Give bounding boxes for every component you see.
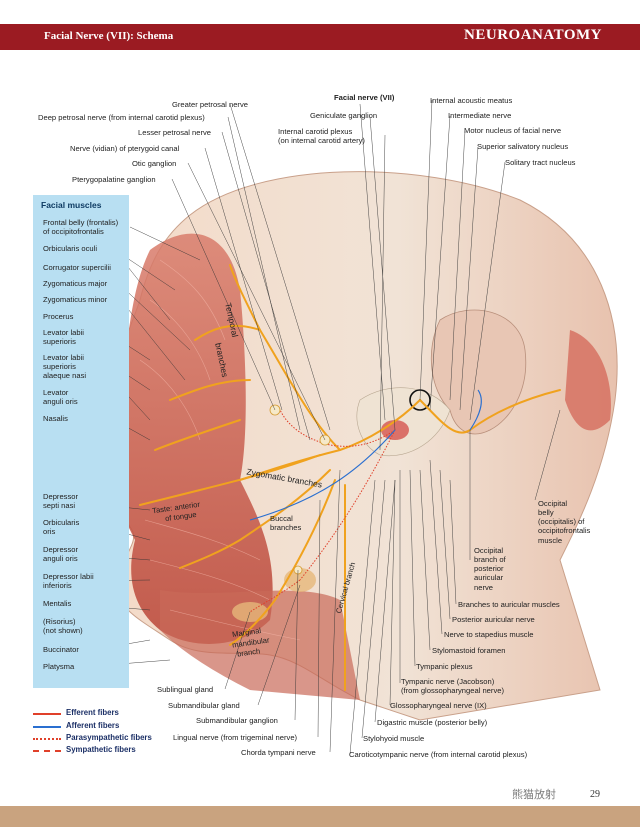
- legend-efferent-label: Efferent fibers: [66, 708, 119, 717]
- ear: [430, 309, 527, 435]
- label-submandibular-gland: Submandibular gland: [168, 701, 240, 710]
- label-lingual-nerve: Lingual nerve (from trigeminal nerve): [173, 733, 298, 742]
- label-caroticotympanic-nerve: Caroticotympanic nerve (from internal ca…: [349, 750, 528, 759]
- label-lesser-petrosal-nerve: Lesser petrosal nerve: [138, 128, 212, 137]
- facial-muscles-panel: [33, 195, 129, 688]
- label-stylohyoid-muscle: Stylohyoid muscle: [363, 734, 425, 743]
- muscle-orbicularis-oris: Orbicularis: [43, 518, 80, 527]
- muscle-frontal-belly: Frontal belly (frontalis): [43, 218, 119, 227]
- label-internal-carotid-plexus-sub: (on internal carotid artery): [278, 136, 365, 145]
- muscle-depressor-septi-2: septi nasi: [43, 501, 76, 510]
- label-internal-acoustic-meatus: Internal acoustic meatus: [430, 96, 513, 105]
- facial-muscles-title: Facial muscles: [41, 200, 102, 210]
- muscle-risorius-2: (not shown): [43, 626, 83, 635]
- legend-sympathetic-swatch: [33, 750, 61, 752]
- muscle-orbicularis-oculi: Orbicularis oculi: [43, 244, 98, 253]
- label-superior-salivatory-nucleus: Superior salivatory nucleus: [477, 142, 569, 151]
- muscle-depressor-labii: Depressor labii: [43, 572, 94, 581]
- legend-parasympathetic-label: Parasympathetic fibers: [66, 733, 152, 742]
- label-occipital-branch-5: nerve: [474, 583, 493, 592]
- label-greater-petrosal-nerve: Greater petrosal nerve: [172, 100, 248, 109]
- muscle-corrugator: Corrugator supercilii: [43, 263, 111, 272]
- label-tympanic-plexus: Tympanic plexus: [416, 662, 473, 671]
- label-solitary-tract-nucleus: Solitary tract nucleus: [505, 158, 576, 167]
- muscle-levator-labii: Levator labii: [43, 328, 84, 337]
- occipital-belly: [565, 330, 611, 431]
- muscle-frontal-belly-2: of occipitofrontalis: [43, 227, 104, 236]
- label-nerve-to-stapedius: Nerve to stapedius muscle: [444, 630, 534, 639]
- muscle-risorius: (Risorius): [43, 617, 76, 626]
- label-intermediate-nerve: Intermediate nerve: [448, 111, 512, 120]
- page-title: Facial Nerve (VII): Schema: [44, 30, 174, 42]
- label-internal-carotid-plexus: Internal carotid plexus: [278, 127, 353, 136]
- label-occipital-branch-3: posterior: [474, 564, 504, 573]
- legend-parasympathetic-swatch: [33, 738, 61, 740]
- legend-afferent-label: Afferent fibers: [66, 721, 120, 730]
- facial-muscle-layer: [89, 233, 273, 644]
- muscle-zygomaticus-major: Zygomaticus major: [43, 279, 108, 288]
- label-digastric-muscle: Digastric muscle (posterior belly): [377, 718, 488, 727]
- watermark-text: 熊猫放射: [512, 789, 556, 801]
- muscle-procerus: Procerus: [43, 312, 74, 321]
- muscle-levator-labii-alaeque: Levator labii: [43, 353, 84, 362]
- muscle-depressor-septi: Depressor: [43, 492, 79, 501]
- muscle-levator-labii-alaeque-2: superioris: [43, 362, 76, 371]
- label-occipital-belly-5: muscle: [538, 536, 563, 545]
- muscle-mentalis: Mentalis: [43, 599, 72, 608]
- muscle-buccinator: Buccinator: [43, 645, 79, 654]
- muscle-zygomaticus-minor: Zygomaticus minor: [43, 295, 108, 304]
- label-occipital-belly-3: (occipitalis) of: [538, 517, 585, 526]
- label-glossopharyngeal-nerve: Glossopharyngeal nerve (IX): [390, 701, 487, 710]
- label-buccal-branches: Buccal: [270, 514, 293, 523]
- muscle-orbicularis-oris-2: oris: [43, 527, 56, 536]
- muscle-levator-anguli-2: anguli oris: [43, 397, 78, 406]
- header-bar: Facial Nerve (VII): Schema NEURO­ANATOMY: [0, 24, 640, 50]
- label-facial-nerve-vii: Facial nerve (VII): [334, 93, 395, 102]
- label-submandibular-ganglion: Submandibular ganglion: [196, 716, 278, 725]
- label-occipital-branch-2: branch of: [474, 555, 506, 564]
- afferent-fibers: [249, 389, 482, 521]
- muscle-depressor-anguli-2: anguli oris: [43, 554, 78, 563]
- label-occipital-belly-2: belly: [538, 508, 554, 517]
- parasympathetic-fibers: [249, 409, 396, 613]
- label-otic-ganglion: Otic ganglion: [132, 159, 177, 168]
- label-vidian-nerve: Nerve (vidian) of pterygoid canal: [70, 144, 180, 153]
- label-branches-auricular: Branches to auricular muscles: [458, 600, 560, 609]
- page-number: 29: [590, 789, 600, 800]
- label-motor-nucleus: Motor nucleus of facial nerve: [464, 126, 562, 135]
- legend-afferent-swatch: [33, 726, 61, 728]
- label-buccal-branches-2: branches: [270, 523, 302, 532]
- label-chorda-tympani: Chorda tympani nerve: [241, 748, 316, 757]
- muscle-levator-labii-alaeque-3: alaeque nasi: [43, 371, 87, 380]
- legend-sympathetic-label: Sympathetic fibers: [66, 745, 136, 754]
- section-title: NEURO­ANATOMY: [464, 27, 602, 43]
- label-pterygopalatine-ganglion: Pterygopalatine ganglion: [72, 175, 156, 184]
- label-posterior-auricular-nerve: Posterior auricular nerve: [452, 615, 535, 624]
- next-page-strip: [0, 806, 640, 827]
- label-occipital-branch: Occipital: [474, 546, 504, 555]
- label-geniculate-ganglion: Geniculate ganglion: [310, 111, 378, 120]
- muscle-nasalis: Nasalis: [43, 414, 68, 423]
- muscle-depressor-anguli: Depressor: [43, 545, 79, 554]
- muscle-depressor-labii-2: inferioris: [43, 581, 72, 590]
- label-occipital-belly-4: occipitofrontalis: [538, 526, 591, 535]
- muscle-levator-anguli: Levator: [43, 388, 69, 397]
- label-tympanic-nerve-2: (from glossopharyngeal nerve): [401, 686, 504, 695]
- label-occipital-belly: Occipital: [538, 499, 568, 508]
- internal-acoustic-meatus-ring: [409, 389, 431, 411]
- platysma-muscle: [160, 590, 360, 700]
- muscle-levator-labii-2: superioris: [43, 337, 76, 346]
- label-sublingual-gland: Sublingual gland: [157, 685, 214, 694]
- label-deep-petrosal-nerve: Deep petrosal nerve (from internal carot…: [38, 113, 205, 122]
- label-occipital-branch-4: auricular: [474, 573, 504, 582]
- label-stylomastoid-foramen: Stylomastoid foramen: [432, 646, 506, 655]
- muscle-platysma: Platysma: [43, 662, 75, 671]
- label-tympanic-nerve: Tympanic nerve (Jacobson): [401, 677, 495, 686]
- legend-efferent-swatch: [33, 713, 61, 715]
- facial-nerve-branches: [139, 264, 561, 691]
